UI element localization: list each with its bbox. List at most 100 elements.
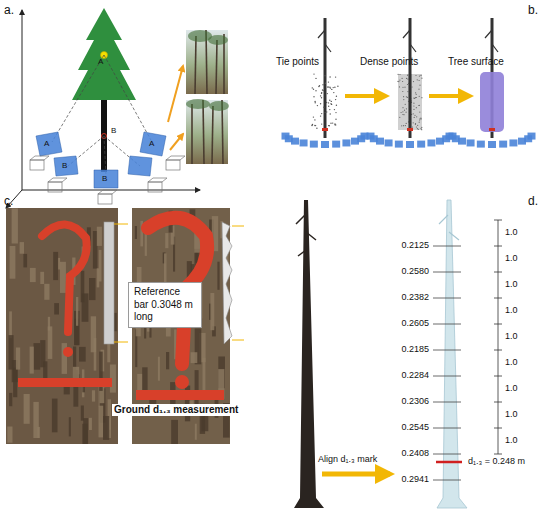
diameter-value: 0.2125 <box>401 240 429 251</box>
decoration <box>494 402 502 403</box>
decoration <box>395 141 403 148</box>
decoration <box>419 122 420 123</box>
decoration <box>325 83 326 84</box>
decoration <box>402 91 403 92</box>
segment-length: 1.0 <box>505 305 518 316</box>
decoration <box>202 414 209 431</box>
tree-model <box>72 8 136 172</box>
decoration <box>334 109 335 110</box>
decoration <box>291 138 299 145</box>
decoration <box>329 76 330 77</box>
decoration <box>60 262 66 293</box>
decoration <box>322 90 323 91</box>
decoration <box>419 96 420 97</box>
decoration <box>164 253 167 282</box>
decoration <box>93 231 98 269</box>
decoration <box>321 123 322 124</box>
decoration <box>418 129 419 130</box>
decoration <box>323 107 324 108</box>
decoration <box>316 128 317 129</box>
decoration <box>312 124 313 125</box>
decoration <box>158 357 160 381</box>
camera-planes <box>36 132 166 188</box>
decoration <box>315 90 316 91</box>
decoration <box>419 80 420 81</box>
decoration <box>498 220 499 454</box>
decoration <box>413 109 414 110</box>
decoration <box>433 298 461 299</box>
decoration <box>58 258 60 270</box>
decoration <box>433 324 461 325</box>
decoration <box>328 125 329 126</box>
segment-length: 1.0 <box>505 227 518 238</box>
decoration <box>311 124 312 125</box>
decoration <box>414 115 415 116</box>
box-text: Reference bar 0.3048 m long <box>134 286 196 324</box>
decoration <box>76 297 78 326</box>
decoration <box>97 227 102 246</box>
decoration <box>40 272 44 284</box>
decoration <box>413 122 414 123</box>
decoration <box>91 316 96 352</box>
decoration <box>415 123 416 124</box>
decoration <box>317 105 318 106</box>
decoration <box>327 93 328 94</box>
decoration <box>203 358 206 394</box>
segment-length: 1.0 <box>505 279 518 290</box>
decoration <box>333 92 334 93</box>
decoration <box>409 18 412 138</box>
decoration <box>335 76 336 77</box>
decoration <box>415 92 416 93</box>
decoration <box>24 394 30 424</box>
step-label: Dense points <box>360 56 418 68</box>
decoration <box>419 105 420 106</box>
decoration <box>313 89 314 90</box>
decoration <box>7 427 12 443</box>
decoration <box>12 208 18 243</box>
decoration <box>409 74 412 130</box>
decoration <box>399 86 400 87</box>
decoration <box>415 97 416 98</box>
decoration <box>328 106 329 107</box>
camera-label: A <box>149 139 154 149</box>
decoration <box>335 124 336 125</box>
diameter-value: 0.2408 <box>401 448 429 459</box>
decoration <box>415 75 416 76</box>
decoration <box>509 139 517 146</box>
decoration <box>16 348 20 370</box>
paint-marks <box>18 218 244 400</box>
camera-bodies <box>30 156 185 204</box>
measurement-label: Ground d₁.₃ measurement <box>112 404 240 416</box>
decoration <box>166 326 171 336</box>
sight-lines <box>52 55 152 176</box>
diameter-value: 0.2306 <box>401 396 429 407</box>
decoration <box>313 96 314 97</box>
segment-length: 1.0 <box>505 331 518 342</box>
decoration <box>402 81 403 82</box>
measure-ticks <box>433 220 502 480</box>
arrow-label: Align d₁.₃ mark <box>318 454 377 465</box>
decoration <box>433 350 461 351</box>
decoration <box>494 428 502 429</box>
decoration <box>467 139 475 146</box>
decoration <box>44 284 49 300</box>
decoration <box>314 101 315 102</box>
point-label: A <box>98 57 103 67</box>
decoration <box>413 103 414 104</box>
decoration <box>416 94 417 95</box>
decoration <box>331 104 332 105</box>
decoration <box>489 128 495 131</box>
decoration <box>416 107 417 108</box>
decoration <box>335 119 336 120</box>
decoration <box>334 87 335 88</box>
decoration <box>92 390 95 401</box>
decoration <box>415 124 416 125</box>
decoration <box>13 368 17 397</box>
decoration <box>165 233 168 248</box>
camera-label: A <box>44 139 49 149</box>
decoration <box>499 141 507 148</box>
decoration <box>406 78 407 79</box>
decoration <box>421 78 422 79</box>
decoration <box>329 87 330 88</box>
